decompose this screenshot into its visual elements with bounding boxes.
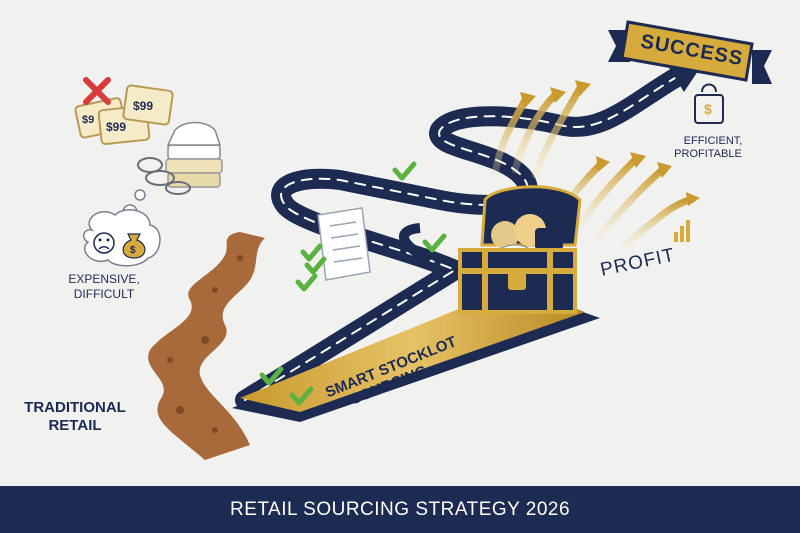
- success-banner: [608, 20, 772, 84]
- folded-clothes-icon: [165, 121, 223, 188]
- check-icon: [259, 161, 447, 406]
- price-tag-3: $9: [82, 114, 94, 126]
- price-tag-1: $99: [133, 99, 153, 113]
- price-tag-2: $99: [106, 120, 126, 134]
- small-bar-chart: [674, 220, 690, 242]
- dirt-path: [148, 232, 265, 460]
- efficient-label-line1: EFFICIENT,: [684, 135, 743, 147]
- efficient-label-line2: PROFITABLE: [674, 148, 742, 160]
- svg-text:$: $: [704, 101, 712, 117]
- sad-face-icon: [93, 232, 115, 254]
- traditional-label-line2: RETAIL: [48, 417, 101, 434]
- price-tags: $9 $99 $99: [74, 77, 174, 146]
- arrow-heads: [520, 80, 700, 206]
- footer-bar: RETAIL SOURCING STRATEGY 2026: [0, 486, 800, 533]
- svg-text:$: $: [130, 245, 136, 256]
- thought-bubble: [82, 189, 161, 267]
- dirt-rocks: [167, 255, 243, 433]
- expensive-label-line2: DIFFICULT: [74, 287, 135, 301]
- gold-road: [240, 286, 585, 412]
- traditional-label-line1: TRADITIONAL: [24, 399, 126, 416]
- checklist-icon: [317, 207, 371, 281]
- shopping-bag-icon: $: [694, 83, 724, 124]
- cross-icon: [83, 77, 111, 105]
- expensive-label-line1: EXPENSIVE,: [68, 272, 139, 286]
- rope-icon: [137, 157, 191, 195]
- profit-label: PROFIT: [599, 245, 677, 281]
- money-bag-icon: $: [122, 233, 146, 259]
- footer-title: RETAIL SOURCING STRATEGY 2026: [229, 498, 571, 520]
- treasure-chest-icon: [458, 185, 582, 314]
